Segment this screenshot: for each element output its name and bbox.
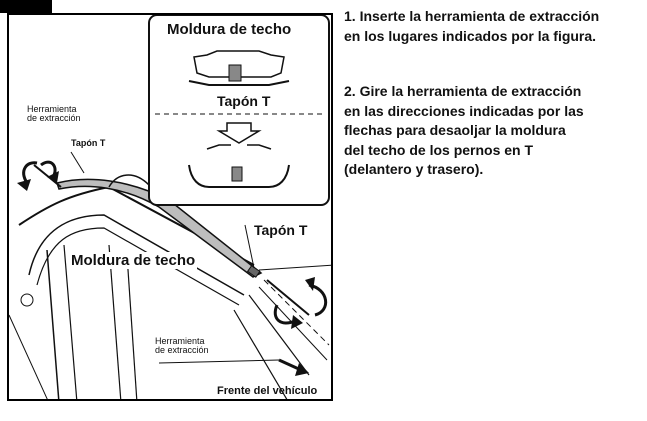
door-handle — [20, 293, 34, 307]
t-clip-main-label: Tapón T — [254, 222, 308, 238]
t-clip-marker — [246, 264, 261, 278]
removal-tool-bottom-label: Herramienta de extracción — [155, 336, 209, 355]
roof-bump — [108, 174, 150, 188]
pillar-center-inner — [126, 254, 138, 399]
front-pillar — [248, 294, 310, 376]
rotate-arrow-top-1 — [22, 161, 38, 184]
t-clip-left-leader — [70, 151, 85, 174]
windshield-edge — [263, 279, 330, 346]
rotate-arrowhead-top-1 — [17, 179, 31, 191]
removal-tool-top — [33, 164, 62, 188]
pillar-center — [108, 244, 122, 399]
inset-box — [148, 15, 330, 206]
inset-roof-top — [188, 80, 290, 86]
rotate-arrowhead-right-2 — [291, 315, 303, 329]
door-frame-inner — [36, 227, 240, 306]
body-line — [9, 314, 48, 399]
door-frame-upper — [28, 214, 245, 296]
rotate-arrow-right-2 — [273, 304, 296, 325]
pillar-rear — [46, 249, 60, 399]
inset-down-arrow — [216, 122, 262, 144]
rotate-arrow-right-1 — [308, 283, 327, 317]
vehicle-illustration — [9, 15, 331, 399]
inset-clip-bottom — [231, 166, 243, 182]
inset-molding-top — [193, 50, 285, 78]
instruction-step-1: 1. Inserte la herramienta de extracción … — [344, 8, 600, 44]
bottom-tool-leader — [158, 359, 280, 364]
removal-tool-bottom — [266, 279, 310, 316]
inset-t-clip-label: Tapón T — [217, 93, 271, 109]
rotate-arrowhead-top-2 — [47, 171, 59, 183]
diagram-frame: Moldura de techo Tapón T Herramienta de … — [7, 13, 333, 401]
inset-molding-bottom — [206, 144, 272, 150]
roof-molding-main-label: Moldura de techo — [69, 252, 198, 269]
inset-clip-top — [228, 64, 242, 82]
removal-tool-top-label: Herramienta de extracción — [27, 104, 81, 123]
inset-roof-molding-label: Moldura de techo — [167, 21, 292, 38]
t-clip-leader — [244, 224, 255, 269]
inset-leader — [258, 264, 331, 271]
instruction-step-2: 2. Gire la herramienta de extracción en … — [344, 83, 584, 177]
vehicle-front-label: Frente del vehículo — [217, 385, 318, 397]
front-pillar-inner — [233, 309, 288, 399]
forward-arrow — [278, 358, 302, 372]
forward-arrowhead — [295, 363, 309, 376]
pillar-rear-inner — [63, 244, 78, 399]
rotate-arrowhead-right-1 — [305, 277, 315, 291]
t-clip-left-label: Tapón T — [71, 138, 106, 148]
inset-roof-bottom — [188, 164, 290, 188]
corner-tab — [0, 0, 52, 13]
